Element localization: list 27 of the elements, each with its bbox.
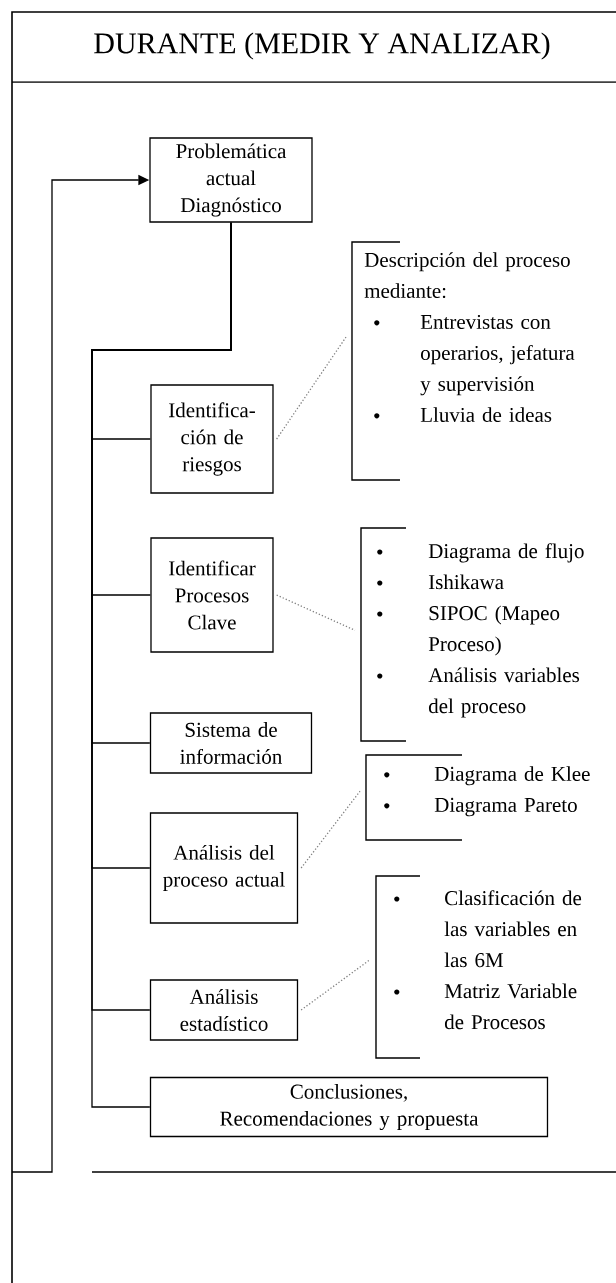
node-label: Clasificación de las variables en las 6M [444, 890, 582, 968]
node-label: Entrevistas con operarios, jefatura y supervisión [420, 314, 575, 396]
process-box: Análisis estadístico [149, 979, 299, 1041]
leader-line [276, 336, 347, 440]
process-box: Conclusiones, Recomendaciones y propuesta [149, 1076, 549, 1138]
process-box: Análisis del proceso actual [149, 812, 299, 924]
node-label: Descripción del proceso mediante: [364, 252, 570, 299]
title: DURANTE (MEDIR Y ANALIZAR) [94, 32, 550, 60]
bracketed-list: Clasificación de las variables en las 6M Matriz Variable de Procesos [375, 875, 582, 1059]
leader-line [300, 959, 371, 1011]
leader-line [300, 790, 361, 869]
node-label: Lluvia de ideas [420, 407, 552, 423]
leader-line [276, 594, 356, 631]
node-label: Ishikawa [428, 574, 504, 590]
bracketed-list: Descripción del proceso mediante: Entrevistas con operarios, jefatura y supervisión Lluvia de ideas [351, 241, 575, 481]
node-label: Diagrama de flujo [428, 543, 584, 563]
process-box: Identifica- ción de riesgos [150, 384, 274, 494]
node-label: Análisis variables del proceso [428, 667, 580, 718]
node-label: SIPOC (Mapeo Proceso) [428, 605, 560, 656]
process-box: Identificar Procesos Clave [150, 537, 274, 653]
process-box: Sistema de información [149, 712, 313, 774]
node-label: Diagrama Pareto [434, 797, 577, 817]
process-box: Problemática actual Diagnóstico [149, 137, 313, 223]
node-label: Diagrama de Klee [434, 766, 590, 786]
bracketed-list: Diagrama de Klee Diagrama Pareto [365, 754, 590, 841]
node-label: Matriz Variable de Procesos [444, 983, 577, 1030]
bracketed-list: Diagrama de flujo Ishikawa SIPOC (Mapeo Proceso) Análisis variables del proceso [360, 527, 584, 742]
